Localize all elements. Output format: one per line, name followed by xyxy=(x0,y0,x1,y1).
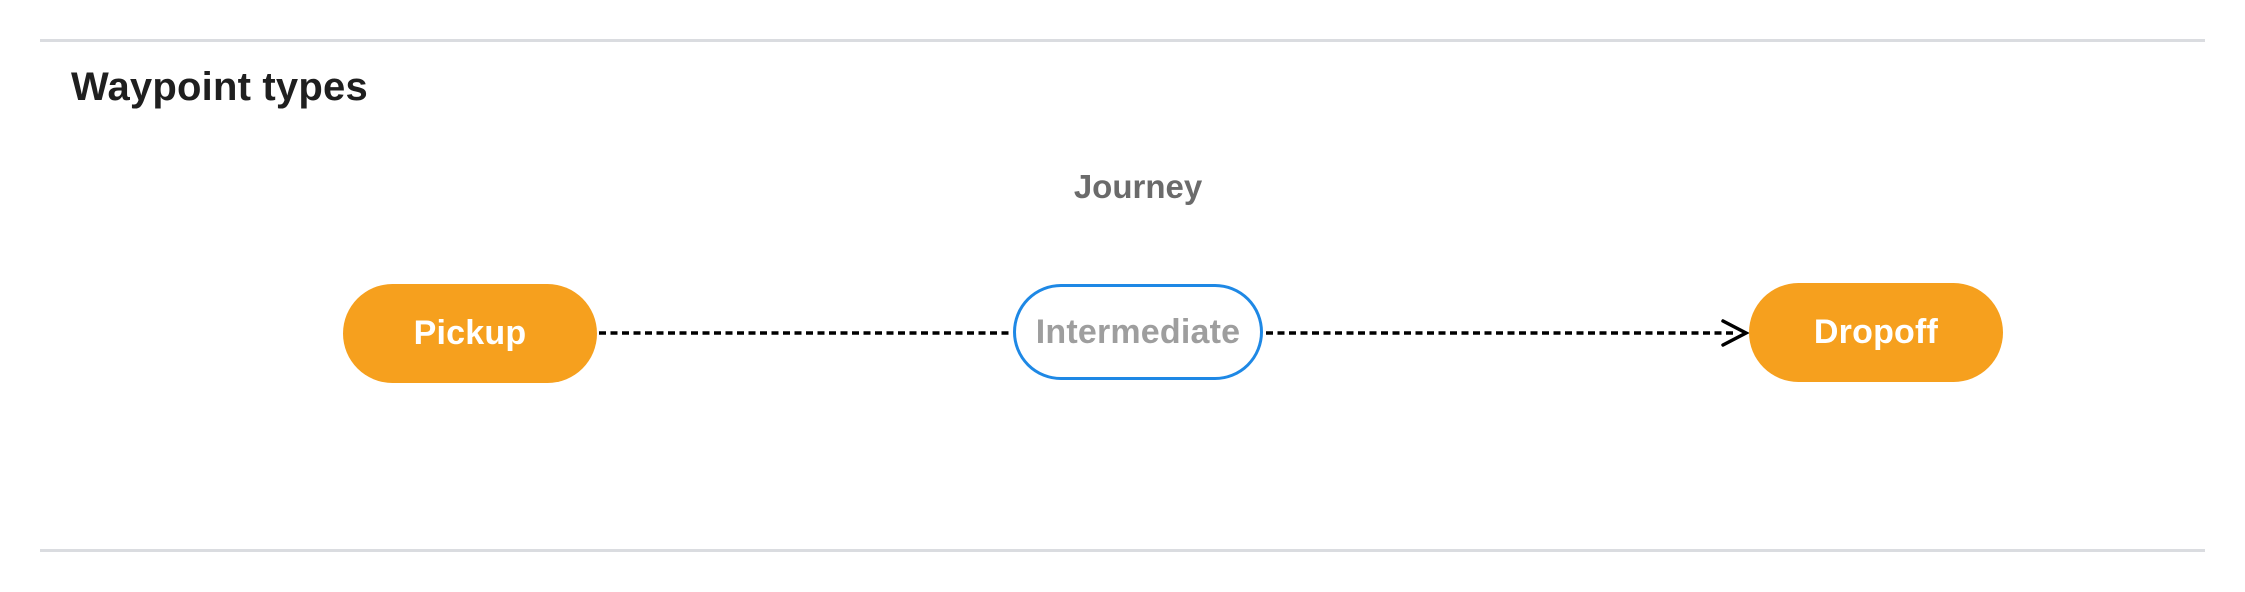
arrowhead-icon xyxy=(1721,319,1750,347)
node-dropoff: Dropoff xyxy=(1749,283,2003,382)
node-pickup: Pickup xyxy=(343,284,597,383)
node-dropoff-label: Dropoff xyxy=(1813,313,1939,351)
journey-label: Journey xyxy=(1073,168,1203,205)
node-pickup-label: Pickup xyxy=(413,314,527,352)
bottom-divider xyxy=(40,549,2205,552)
page-title: Waypoint types xyxy=(71,65,368,109)
node-intermediate: Intermediate xyxy=(1013,284,1263,380)
top-divider xyxy=(40,39,2205,42)
node-intermediate-label: Intermediate xyxy=(1035,312,1241,351)
